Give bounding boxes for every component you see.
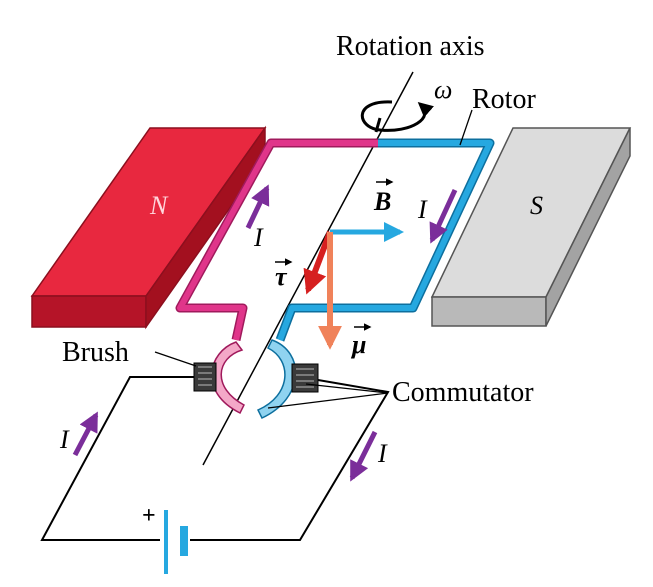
- rotor-label: Rotor: [472, 84, 536, 115]
- north-magnet: N: [30, 125, 267, 330]
- current-label-coil-left: I: [253, 223, 264, 252]
- torque-label: τ: [275, 262, 288, 291]
- coil-blue-half: [277, 140, 493, 342]
- current-label-circuit-right: I: [377, 439, 388, 468]
- circuit-wire-left: [40, 376, 194, 541]
- rotation-axis-label: Rotation axis: [336, 31, 485, 62]
- south-label: S: [530, 191, 543, 220]
- omega-label: ω: [434, 75, 452, 104]
- south-magnet: S: [430, 127, 632, 327]
- brush-label: Brush: [62, 337, 129, 368]
- brush-right: [291, 363, 319, 393]
- commutator-label: Commutator: [392, 377, 534, 408]
- torque-arrow: [303, 230, 333, 295]
- current-arrow-coil-left: [245, 184, 270, 230]
- commutator-pointer-2: [305, 383, 389, 394]
- coil-pink-half: [177, 140, 378, 341]
- commutator-pointer-1: [267, 392, 389, 409]
- circuit-wire-right: [190, 379, 390, 541]
- rotation-arrow-icon: [360, 100, 434, 132]
- current-arrow-circuit-right: [349, 430, 378, 482]
- rotor-pointer: [459, 109, 473, 146]
- battery-plus-label: +: [142, 503, 156, 529]
- brush-left: [193, 362, 217, 392]
- current-label-coil-right: I: [417, 195, 428, 224]
- rotation-arrow-head: [374, 117, 382, 133]
- brush-pointer: [154, 351, 197, 367]
- field-b-label-group: B: [373, 178, 394, 216]
- field-b-label: B: [373, 187, 391, 216]
- moment-label-group: μ: [350, 323, 372, 359]
- moment-label: μ: [350, 330, 366, 359]
- commutator-pink: [211, 341, 245, 415]
- north-label: N: [149, 191, 169, 220]
- current-arrow-circuit-left: [72, 411, 99, 457]
- battery-icon: [164, 510, 188, 574]
- commutator-blue: [256, 339, 297, 419]
- current-label-circuit-left: I: [59, 425, 70, 454]
- torque-label-group: τ: [275, 258, 293, 291]
- current-arrow-coil-right: [429, 188, 458, 244]
